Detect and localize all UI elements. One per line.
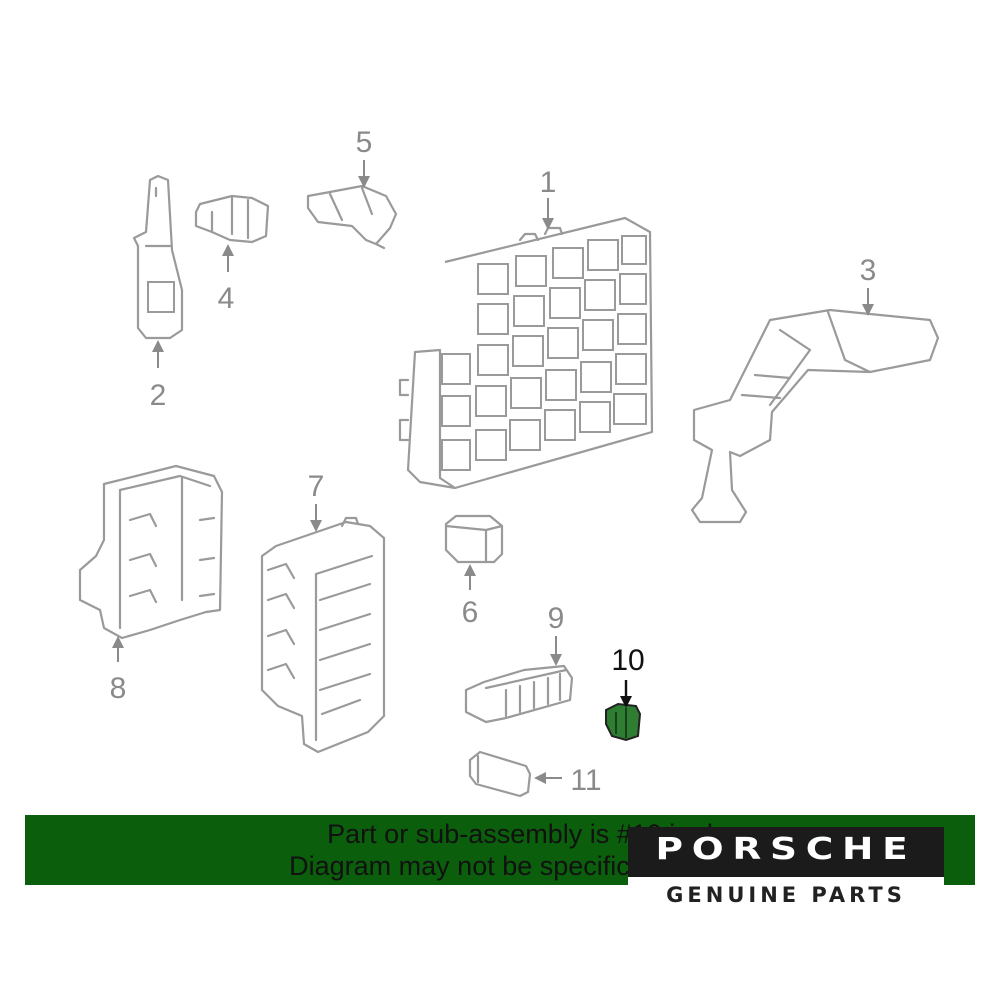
part-5-clip[interactable] <box>306 184 398 250</box>
callout-2: 2 <box>150 379 167 412</box>
part-8-holder[interactable] <box>78 464 224 640</box>
callout-10: 10 <box>611 644 644 677</box>
callout-arrows <box>112 160 874 784</box>
part-10-highlighted[interactable] <box>605 702 642 742</box>
part-9-connector[interactable] <box>464 664 574 724</box>
part-3-mount-bracket[interactable] <box>690 308 940 524</box>
part-4-clip[interactable] <box>194 194 270 244</box>
callout-1: 1 <box>540 166 557 199</box>
logo-wordmark: PORSCHE <box>655 832 917 867</box>
callout-4: 4 <box>218 282 235 315</box>
callout-8: 8 <box>110 672 127 705</box>
part-7-fuse-box-base[interactable] <box>260 516 386 754</box>
callout-11: 11 <box>570 764 601 797</box>
callout-5: 5 <box>356 126 373 159</box>
part-11-cover[interactable] <box>468 750 532 798</box>
callout-7: 7 <box>308 470 325 503</box>
callout-3: 3 <box>860 254 877 287</box>
logo-wordmark-bar: PORSCHE <box>628 827 944 877</box>
porsche-genuine-parts-logo: PORSCHE GENUINE PARTS <box>628 827 944 909</box>
callout-9: 9 <box>548 602 565 635</box>
callout-6: 6 <box>462 596 479 629</box>
fuse-cell-grid <box>441 235 647 471</box>
part-1-fuse-box[interactable] <box>398 216 654 490</box>
callout-labels: 1 2 3 4 5 6 7 8 9 10 11 <box>110 126 877 797</box>
part-2-bracket[interactable] <box>132 174 184 340</box>
part-6-relay[interactable] <box>444 514 504 564</box>
logo-subtitle: GENUINE PARTS <box>666 883 906 907</box>
